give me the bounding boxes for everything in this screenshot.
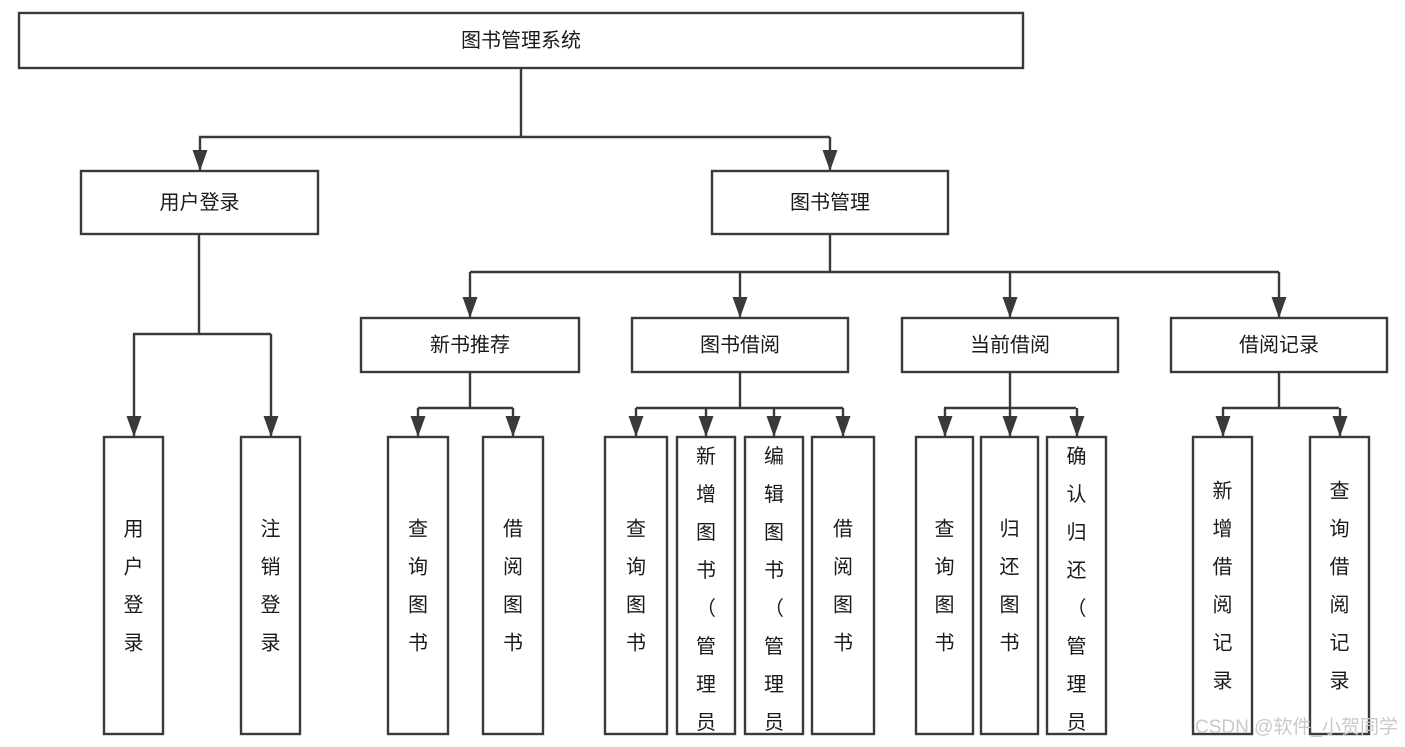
- node-newbook[interactable]: 新书推荐: [359, 316, 581, 374]
- node-leaf4[interactable]: 借阅图书: [481, 435, 545, 736]
- arrow-head-icon: [766, 416, 782, 437]
- node-box: [1045, 435, 1108, 736]
- node-label: 借阅图书: [833, 518, 853, 655]
- connectors-layer: [126, 68, 1348, 437]
- node-box: [481, 435, 545, 736]
- csdn-watermark: CSDN @软件_小贺同学: [1195, 716, 1398, 738]
- arrow-head-icon: [1002, 297, 1018, 318]
- node-leaf9[interactable]: 查询图书: [914, 435, 975, 736]
- node-label: 借阅图书: [503, 518, 523, 655]
- node-box: [1169, 316, 1389, 374]
- node-box: [630, 316, 850, 374]
- node-box: [102, 435, 165, 736]
- node-leaf7[interactable]: 编辑图书（管理员）: [743, 435, 805, 747]
- node-label: 图书管理: [790, 191, 870, 214]
- node-box: [675, 435, 737, 736]
- node-leaf13[interactable]: 查询借阅记录: [1308, 435, 1371, 736]
- arrow-head-icon: [505, 416, 521, 437]
- node-box: [239, 435, 302, 736]
- arrow-head-icon: [1002, 416, 1018, 437]
- arrow-head-icon: [1271, 297, 1287, 318]
- node-bookmgmt[interactable]: 图书管理: [710, 169, 950, 236]
- node-box: [979, 435, 1040, 736]
- node-box: [603, 435, 669, 736]
- node-label: 查询图书: [626, 518, 646, 655]
- node-leaf1[interactable]: 用户登录: [102, 435, 165, 736]
- node-box: [359, 316, 581, 374]
- node-label: 新增图书（管理员）: [696, 445, 716, 747]
- node-current[interactable]: 当前借阅: [900, 316, 1120, 374]
- node-label: 图书借阅: [700, 333, 780, 356]
- node-borrow[interactable]: 图书借阅: [630, 316, 850, 374]
- node-box: [386, 435, 450, 736]
- node-leaf2[interactable]: 注销登录: [239, 435, 302, 736]
- arrow-head-icon: [937, 416, 953, 437]
- node-label: 编辑图书（管理员）: [764, 445, 784, 747]
- arrow-head-icon: [822, 150, 838, 171]
- node-box: [79, 169, 320, 236]
- node-leaf5[interactable]: 查询图书: [603, 435, 669, 736]
- node-label: 确认归还（管理员）: [1067, 445, 1087, 747]
- node-label: 查询借阅记录: [1330, 480, 1350, 693]
- arrow-head-icon: [410, 416, 426, 437]
- arrow-head-icon: [192, 150, 208, 171]
- arrow-head-icon: [835, 416, 851, 437]
- arrow-head-icon: [1332, 416, 1348, 437]
- node-label: 新书推荐: [430, 333, 510, 356]
- arrow-head-icon: [698, 416, 714, 437]
- node-label: 归还图书: [1000, 518, 1020, 655]
- node-leaf10[interactable]: 归还图书: [979, 435, 1040, 736]
- node-box: [810, 435, 876, 736]
- node-box: [1308, 435, 1371, 736]
- node-box: [17, 11, 1025, 70]
- arrow-head-icon: [628, 416, 644, 437]
- arrow-head-icon: [263, 416, 279, 437]
- node-leaf12[interactable]: 新增借阅记录: [1191, 435, 1254, 736]
- node-label: 当前借阅: [970, 333, 1050, 356]
- node-label: 图书管理系统: [461, 29, 581, 52]
- node-leaf11[interactable]: 确认归还（管理员）: [1045, 435, 1108, 747]
- node-box: [914, 435, 975, 736]
- node-leaf3[interactable]: 查询图书: [386, 435, 450, 736]
- node-leaf8[interactable]: 借阅图书: [810, 435, 876, 736]
- node-box: [710, 169, 950, 236]
- node-root[interactable]: 图书管理系统: [17, 11, 1025, 70]
- node-login[interactable]: 用户登录: [79, 169, 320, 236]
- node-box: [900, 316, 1120, 374]
- nodes-layer: 图书管理系统用户登录图书管理新书推荐图书借阅当前借阅借阅记录用户登录注销登录查询…: [17, 11, 1389, 747]
- node-label: 用户登录: [124, 519, 144, 655]
- arrow-head-icon: [1215, 416, 1231, 437]
- node-box: [743, 435, 805, 736]
- node-label: 新增借阅记录: [1213, 480, 1233, 693]
- node-label: 用户登录: [160, 191, 240, 214]
- node-leaf6[interactable]: 新增图书（管理员）: [675, 435, 737, 747]
- node-label: 注销登录: [261, 518, 281, 655]
- arrow-head-icon: [462, 297, 478, 318]
- arrow-head-icon: [126, 416, 142, 437]
- node-label: 借阅记录: [1239, 333, 1319, 356]
- arrow-head-icon: [1069, 416, 1085, 437]
- node-box: [1191, 435, 1254, 736]
- node-label: 查询图书: [408, 518, 428, 655]
- node-records[interactable]: 借阅记录: [1169, 316, 1389, 374]
- node-label: 查询图书: [935, 518, 955, 655]
- arrow-head-icon: [732, 297, 748, 318]
